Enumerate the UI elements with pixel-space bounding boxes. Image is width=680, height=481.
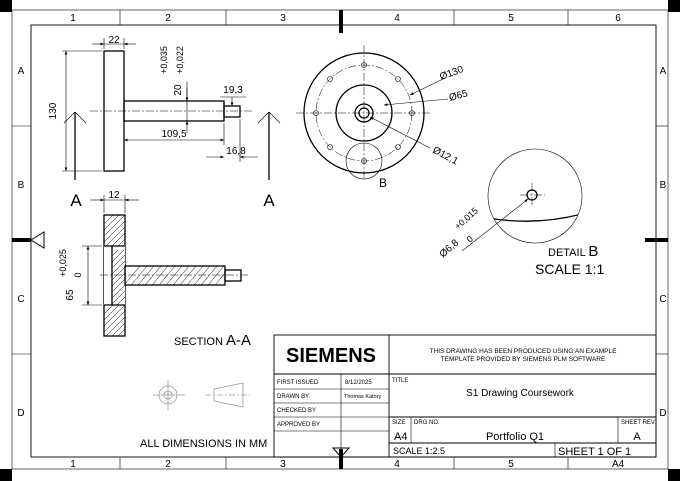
section-caption-letters: A-A <box>226 332 251 349</box>
drawn-by-label: DRAWN BY <box>277 394 309 400</box>
projection-symbol <box>153 380 250 410</box>
section-letter-left: A <box>70 191 82 210</box>
front-view: 22 130 +0,035 +0,022 20 19,3 109,5 16,8 … <box>48 35 281 210</box>
detail-caption-prefix: DETAIL <box>548 247 588 259</box>
sheet-rev-value: A <box>633 431 641 443</box>
row-a-left: A <box>18 66 25 77</box>
row-d-left: D <box>17 408 24 419</box>
col-5-bottom: 5 <box>508 459 514 470</box>
dim-dia-12-1: Ø12,1 <box>431 145 461 168</box>
col-1-bottom: 1 <box>70 459 76 470</box>
row-b-left: B <box>18 180 25 191</box>
approved-by-label: APPROVED BY <box>277 422 320 428</box>
detail-tol-upper: +0,015 <box>453 205 480 231</box>
col-5-top: 5 <box>508 13 514 24</box>
zone-labels: 1 2 3 4 5 6 1 2 3 4 5 A B C D A B C D <box>17 13 666 470</box>
row-c-left: C <box>17 294 24 305</box>
size-label: SIZE <box>392 420 405 426</box>
col-6-top: 6 <box>615 13 621 24</box>
section-letter-right: A <box>263 191 275 210</box>
dim-22: 22 <box>108 35 120 46</box>
zone-ticks <box>12 10 668 469</box>
dim-130: 130 <box>48 102 59 119</box>
detail-circle <box>487 148 583 244</box>
section-caption-prefix: SECTION <box>174 336 226 348</box>
section-dim-65: 65 <box>65 289 76 301</box>
scale-label: SCALE 1:2.5 <box>393 446 445 456</box>
sheet-rev-label: SHEET REV <box>621 420 655 426</box>
section-caption: SECTION A-A <box>174 332 251 349</box>
dim-16-8: 16,8 <box>226 146 246 157</box>
first-issued-value: 8/12/2025 <box>345 380 372 386</box>
section-hatch <box>104 215 225 336</box>
detail-tol-lower: 0 <box>465 234 475 245</box>
section-view: 12 +0,025 0 65 SECTION A-A <box>58 190 251 349</box>
row-c-right: C <box>659 294 666 305</box>
checked-by-label: CHECKED BY <box>277 408 316 414</box>
detail-scale: SCALE 1:1 <box>535 261 604 277</box>
all-dims-note: ALL DIMENSIONS IN MM <box>140 438 267 450</box>
disclaimer-line-2: TEMPLATE PROVIDED BY SIEMENS PLM SOFTWAR… <box>441 356 606 363</box>
dim-109-5: 109,5 <box>161 129 186 140</box>
dim-tol-upper: +0,035 <box>159 46 169 74</box>
row-a-right: A <box>660 66 667 77</box>
detail-caption-letter: B <box>588 243 598 260</box>
detail-dim-hole: Ø6,8 <box>438 237 462 260</box>
dim-dia-65: Ø65 <box>448 88 470 104</box>
size-value: A4 <box>394 431 407 443</box>
section-shaft-outline <box>124 265 226 286</box>
col-4-top: 4 <box>394 13 400 24</box>
title-block: SIEMENS THIS DRAWING HAS BEEN PRODUCED U… <box>273 334 657 470</box>
drg-no-label: DRG NO. <box>414 420 440 426</box>
col-2-bottom: 2 <box>165 459 171 470</box>
row-d-right: D <box>659 408 666 419</box>
section-tol-upper: +0,025 <box>58 249 68 277</box>
section-tol-lower: 0 <box>73 272 83 277</box>
side-view: Ø130 Ø65 Ø12,1 B <box>296 45 469 190</box>
dim-dia-130: Ø130 <box>438 64 465 83</box>
col-3-bottom: 3 <box>280 459 286 470</box>
sheet-size-label: A4 <box>612 459 625 470</box>
centering-marks <box>12 10 668 469</box>
first-issued-label: FIRST ISSUED <box>277 380 319 386</box>
title-value: S1 Drawing Coursework <box>466 388 575 399</box>
sheet-count: SHEET 1 OF 1 <box>558 446 631 458</box>
shaft-tip-outline <box>223 105 241 118</box>
title-label: TITLE <box>392 378 408 384</box>
siemens-logo: SIEMENS <box>286 345 376 367</box>
dim-19-3: 19,3 <box>223 85 243 96</box>
col-3-top: 3 <box>280 13 286 24</box>
drg-no-value: Portfolio Q1 <box>486 431 544 443</box>
detail-caption: DETAIL B <box>548 243 598 260</box>
col-2-top: 2 <box>165 13 171 24</box>
row-b-right: B <box>660 180 667 191</box>
outer-border <box>11 9 669 470</box>
dim-20: 20 <box>173 84 184 96</box>
col-4-bottom: 4 <box>394 459 400 470</box>
section-dim-12: 12 <box>108 190 120 201</box>
section-tip-outline <box>224 269 242 282</box>
drawn-by-value: Thomas Katory <box>344 394 382 400</box>
detail-view: Ø6,8 +0,015 0 DETAIL B SCALE 1:1 <box>438 148 604 277</box>
dim-tol-lower: +0,022 <box>175 46 185 74</box>
disclaimer-line-1: THIS DRAWING HAS BEEN PRODUCED USING AN … <box>430 348 618 355</box>
detail-b-marker: B <box>379 176 387 190</box>
bolt-holes <box>313 62 415 164</box>
col-1-top: 1 <box>70 13 76 24</box>
